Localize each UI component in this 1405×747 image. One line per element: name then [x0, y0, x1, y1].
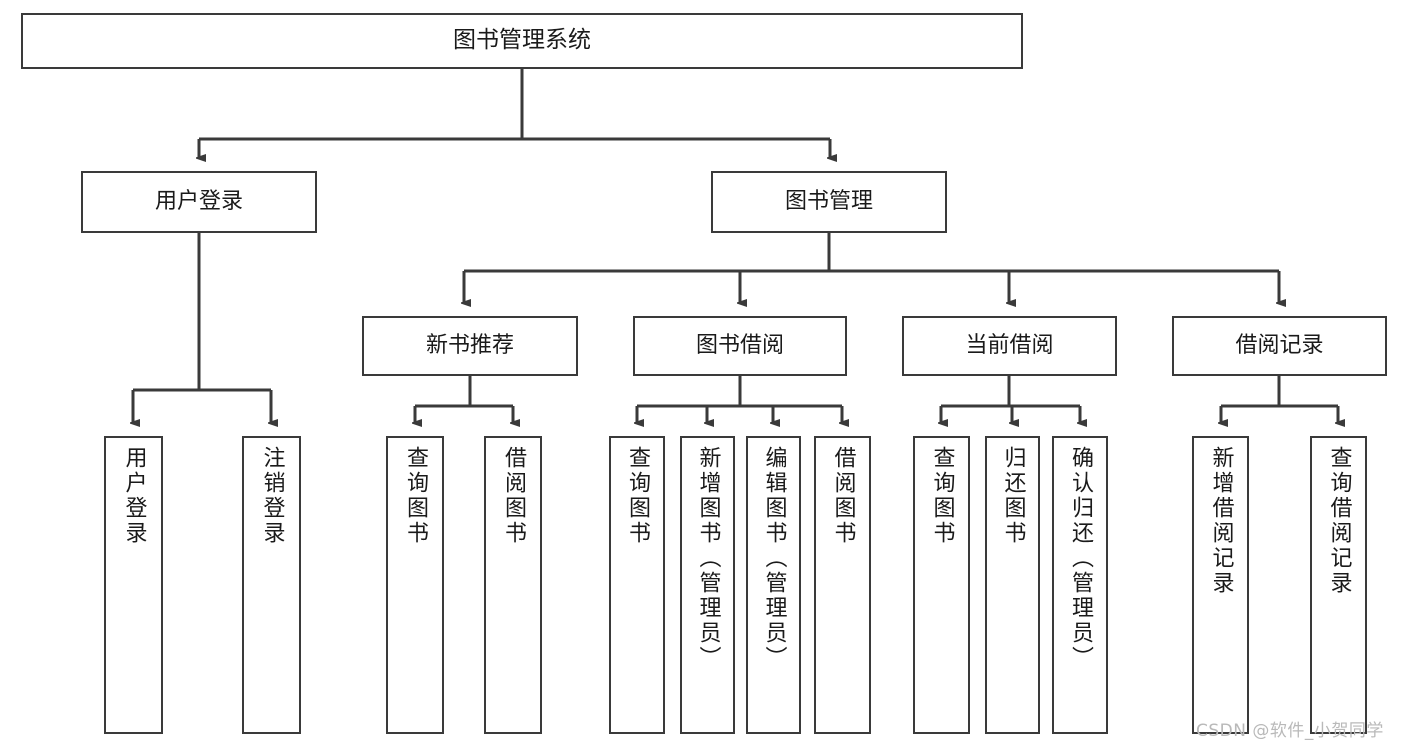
node-leaf-borrow-book[interactable]: 借阅图书: [814, 436, 871, 734]
node-user-login-label: 用户登录: [154, 189, 243, 215]
node-leaf-edit-book-admin[interactable]: 编辑图书（管理员）: [746, 436, 801, 734]
node-leaf-edit-book-admin-label: 编辑图书（管理员）: [761, 446, 787, 671]
node-leaf-add-book-admin[interactable]: 新增图书（管理员）: [680, 436, 735, 734]
node-leaf-confirm-return-admin-label: 确认归还（管理员）: [1068, 446, 1093, 671]
node-root[interactable]: 图书管理系统: [21, 13, 1023, 69]
node-book-borrow[interactable]: 图书借阅: [633, 316, 847, 376]
node-leaf-query-book-borrow-label: 查询图书: [625, 446, 650, 546]
node-leaf-add-borrow-record[interactable]: 新增借阅记录: [1192, 436, 1249, 734]
node-book-manage-label: 图书管理: [784, 189, 873, 215]
node-new-book-recommend[interactable]: 新书推荐: [362, 316, 578, 376]
node-leaf-query-book-cur[interactable]: 查询图书: [913, 436, 970, 734]
node-leaf-user-logout-label: 注销登录: [259, 446, 285, 546]
node-leaf-query-book-rec[interactable]: 查询图书: [386, 436, 444, 734]
node-root-label: 图书管理系统: [453, 27, 591, 54]
node-leaf-add-borrow-record-label: 新增借阅记录: [1208, 446, 1234, 596]
node-leaf-query-book-rec-label: 查询图书: [403, 446, 428, 546]
node-leaf-borrow-book-rec-label: 借阅图书: [501, 446, 526, 546]
node-leaf-add-book-admin-label: 新增图书（管理员）: [695, 446, 721, 671]
node-book-manage[interactable]: 图书管理: [711, 171, 947, 233]
node-leaf-query-borrow-record[interactable]: 查询借阅记录: [1310, 436, 1367, 734]
node-leaf-user-login[interactable]: 用户登录: [104, 436, 163, 734]
node-book-borrow-label: 图书借阅: [695, 333, 784, 359]
node-leaf-return-book-label: 归还图书: [1000, 446, 1026, 546]
node-current-borrow[interactable]: 当前借阅: [902, 316, 1117, 376]
node-borrow-record[interactable]: 借阅记录: [1172, 316, 1387, 376]
node-leaf-confirm-return-admin[interactable]: 确认归还（管理员）: [1052, 436, 1108, 734]
node-current-borrow-label: 当前借阅: [965, 333, 1054, 359]
node-leaf-borrow-book-rec[interactable]: 借阅图书: [484, 436, 542, 734]
node-leaf-user-login-label: 用户登录: [121, 446, 147, 546]
node-leaf-query-book-borrow[interactable]: 查询图书: [609, 436, 665, 734]
node-leaf-borrow-book-label: 借阅图书: [830, 446, 856, 546]
node-leaf-query-book-cur-label: 查询图书: [929, 446, 955, 546]
node-leaf-user-logout[interactable]: 注销登录: [242, 436, 301, 734]
node-new-book-recommend-label: 新书推荐: [425, 333, 514, 359]
node-borrow-record-label: 借阅记录: [1235, 333, 1324, 359]
node-leaf-return-book[interactable]: 归还图书: [985, 436, 1040, 734]
node-leaf-query-borrow-record-label: 查询借阅记录: [1326, 446, 1352, 596]
node-user-login[interactable]: 用户登录: [81, 171, 317, 233]
